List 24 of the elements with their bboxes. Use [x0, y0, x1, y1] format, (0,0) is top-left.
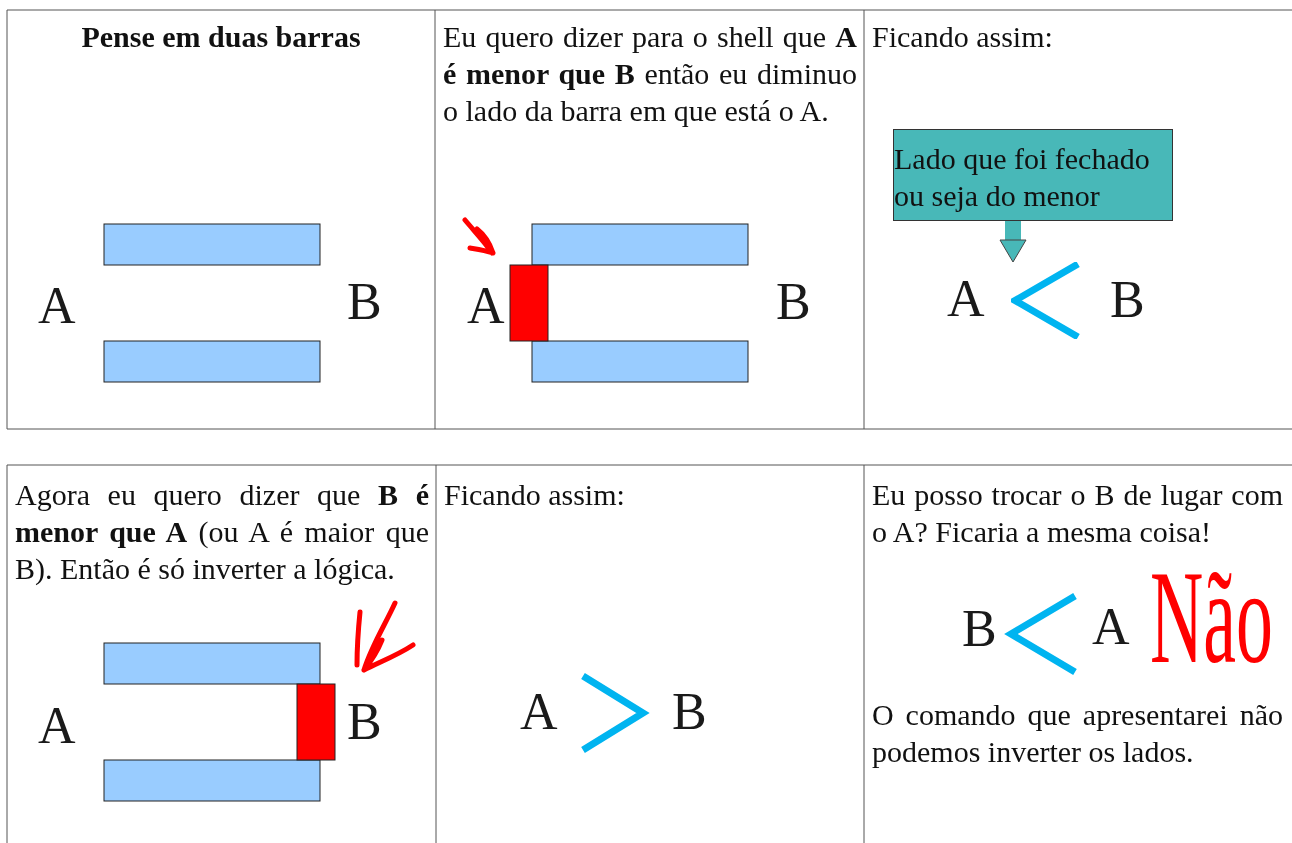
text-paragraph: Ficando assim: [872, 19, 1053, 55]
callout-box [893, 129, 1173, 221]
variable-letter: A [38, 280, 76, 332]
block-arrow [999, 221, 1027, 263]
answer-word: Não [1150, 551, 1273, 684]
text-paragraph: Eu posso trocar o B de lugar com o A? Ficaria a mesma coisa! [872, 477, 1283, 550]
text-paragraph: Agora eu quero dizer que B é menor que A (ou A é maior que B). Então é só inverter a lógica. [15, 477, 429, 587]
variable-letter: B [347, 696, 382, 748]
variable-letter: A [467, 280, 505, 332]
callout-text: Lado que foi fechado ou seja do menor [894, 142, 1150, 212]
variable-letter: A [947, 273, 985, 325]
variable-letter: B [962, 603, 997, 655]
variable-letter: B [776, 276, 811, 328]
text-paragraph: Ficando assim: [444, 477, 625, 513]
heading: Pense em duas barras [80, 19, 362, 55]
variable-letter: A [1092, 601, 1130, 653]
variable-letter: A [38, 700, 76, 752]
variable-letter: B [672, 686, 707, 738]
variable-letter: B [347, 276, 382, 328]
variable-letter: B [1110, 274, 1145, 326]
text-paragraph: O comando que apresentarei não podemos inverter os lados. [872, 697, 1283, 770]
text-paragraph: Eu quero dizer para o shell que A é menor que B então eu diminuo o lado da barra em que está o A. [443, 19, 857, 129]
less-than-sign [1011, 262, 1081, 339]
variable-letter: A [520, 686, 558, 738]
